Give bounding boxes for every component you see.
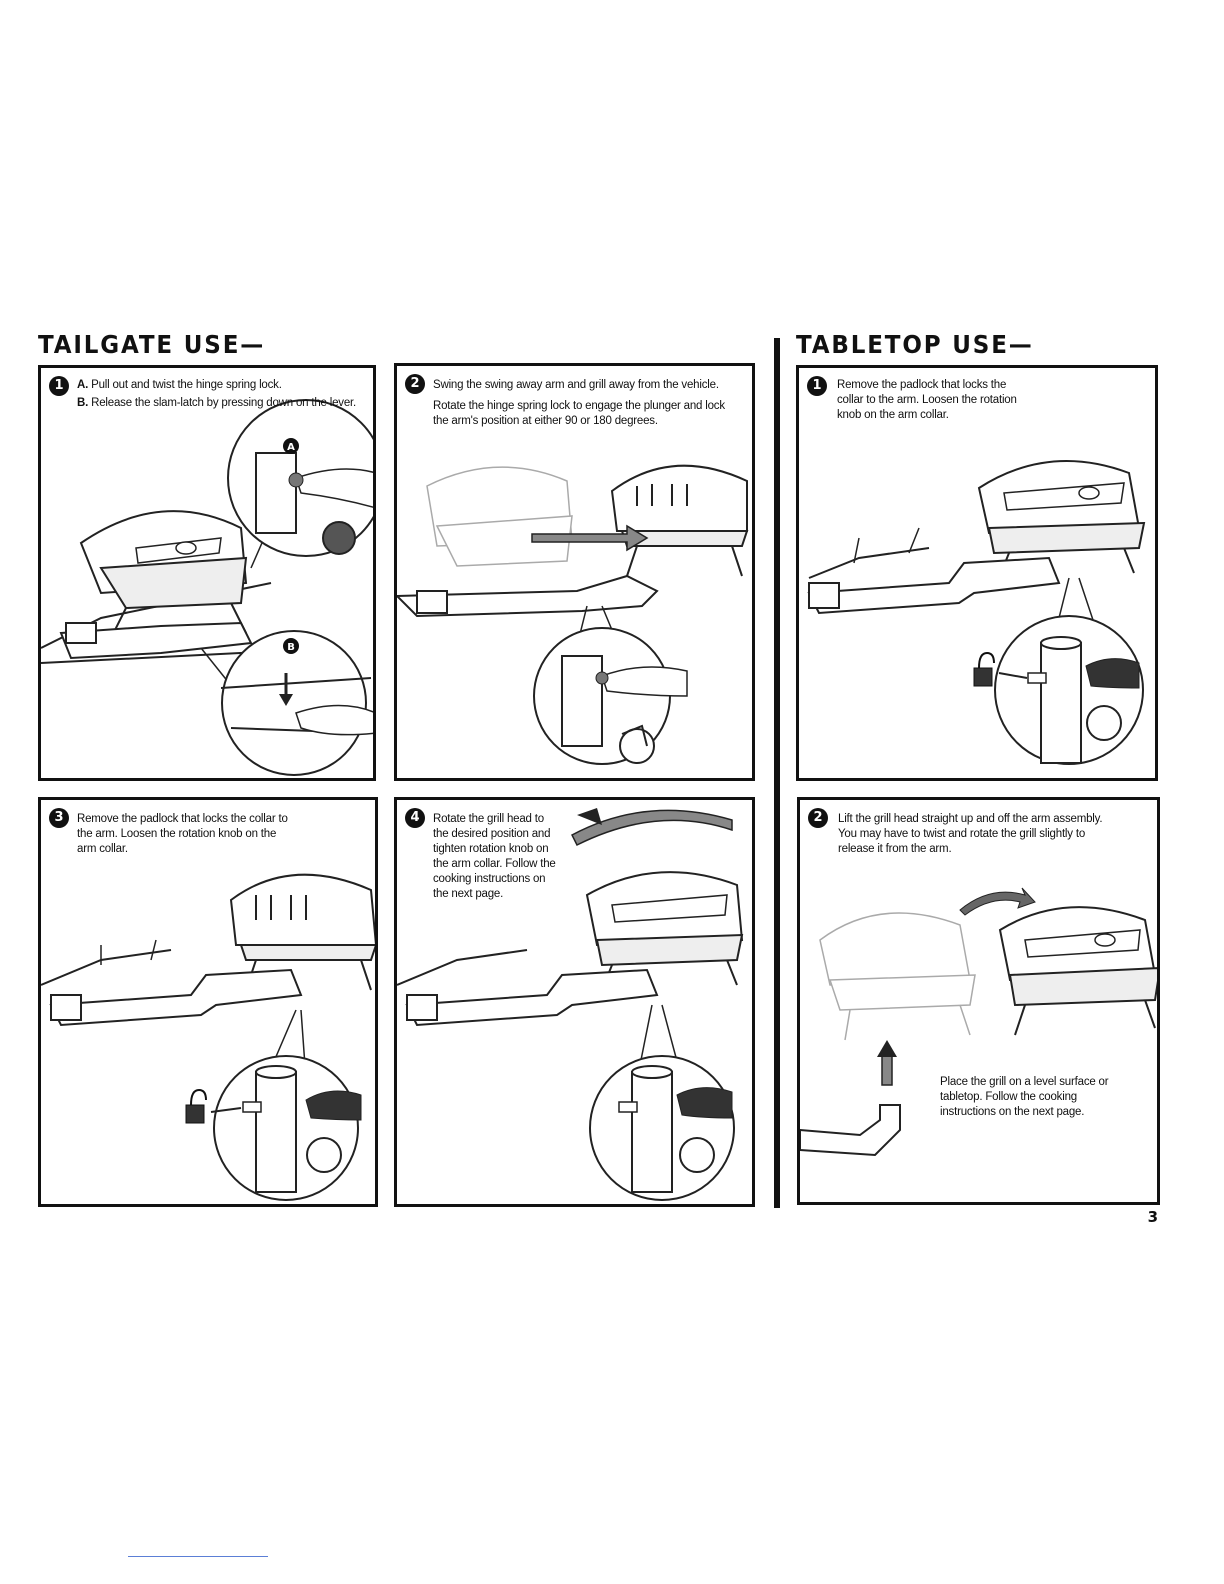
tailgate-step-1-instructions: A. Pull out and twist the hinge spring l… (77, 378, 373, 411)
step-number-badge: 1 (807, 376, 827, 396)
footer-link-line (128, 1556, 268, 1557)
step-text-a: Pull out and twist the hinge spring lock… (91, 379, 282, 391)
step-note: Place the grill on a level surface or ta… (940, 1076, 1109, 1118)
tailgate-step-4-illustration (397, 808, 744, 1201)
tabletop-step-2-note: Place the grill on a level surface or ta… (940, 1075, 1120, 1120)
callout-b-label: B (287, 642, 295, 653)
tabletop-step-1-illustration (807, 460, 1146, 765)
step-text-swing: Swing the swing away arm and grill away … (433, 379, 719, 391)
tailgate-step-3-panel: 3 Remove the padlock that locks the coll… (38, 797, 378, 1207)
tailgate-step-2-instructions: Swing the swing away arm and grill away … (433, 378, 733, 429)
tabletop-step-1-instructions: Remove the padlock that locks the collar… (837, 378, 1027, 423)
step-text-rotate: Rotate the hinge spring lock to engage t… (433, 400, 725, 427)
tailgate-step-3-illustration (41, 873, 375, 1201)
tailgate-step-4-instructions: Rotate the grill head to the desired pos… (433, 812, 558, 902)
step-label-a: A. (77, 379, 89, 391)
step-text: Lift the grill head straight up and off … (838, 813, 1103, 855)
step-number-badge: 1 (49, 376, 69, 396)
step-text-b: Release the slam-latch by pressing down … (91, 397, 357, 409)
step-number-badge: 2 (405, 374, 425, 394)
tailgate-step-3-instructions: Remove the padlock that locks the collar… (77, 812, 297, 857)
step-text: Rotate the grill head to the desired pos… (433, 813, 556, 900)
tabletop-step-1-panel: 1 Remove the padlock that locks the coll… (796, 365, 1158, 781)
step-number-badge: 4 (405, 808, 425, 828)
step-text: Remove the padlock that locks the collar… (77, 813, 288, 855)
callout-a-label: A (287, 442, 295, 453)
section-divider (774, 338, 780, 1208)
page-number: 3 (1147, 1208, 1158, 1226)
tabletop-use-heading: TABLETOP USE— (796, 330, 1034, 359)
tailgate-step-2-illustration (397, 464, 749, 765)
tailgate-step-2-panel: 2 Swing the swing away arm and grill awa… (394, 363, 755, 781)
step-text: Remove the padlock that locks the collar… (837, 379, 1017, 421)
tailgate-step-4-panel: 4 Rotate the grill head to the desired p… (394, 797, 755, 1207)
step-label-b: B. (77, 397, 89, 409)
tailgate-use-heading: TAILGATE USE— (38, 330, 266, 359)
step-number-badge: 2 (808, 808, 828, 828)
tabletop-step-2-instructions: Lift the grill head straight up and off … (838, 812, 1118, 857)
tabletop-step-2-illustration (800, 887, 1157, 1157)
tailgate-step-1-panel: A B 1 A. Pull out and twist the hinge sp… (38, 365, 376, 781)
tailgate-step-1-illustration: A B (41, 399, 373, 776)
tabletop-step-2-panel: 2 Lift the grill head straight up and of… (797, 797, 1160, 1205)
step-number-badge: 3 (49, 808, 69, 828)
